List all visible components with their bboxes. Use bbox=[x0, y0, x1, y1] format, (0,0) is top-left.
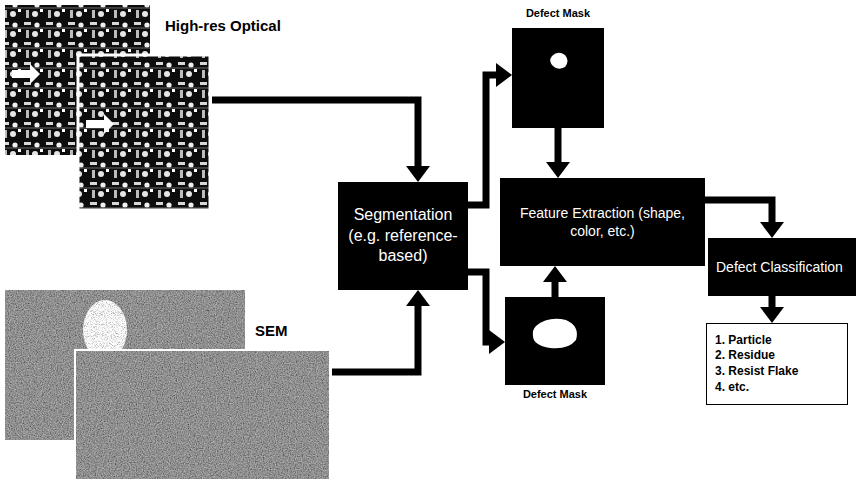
flow-arrow bbox=[546, 128, 570, 178]
arrow-line bbox=[212, 100, 418, 166]
arrow-line bbox=[552, 282, 559, 297]
image-label: High-res Optical bbox=[163, 17, 283, 34]
arrow-line bbox=[705, 200, 772, 222]
box-label: Segmentation (e.g. reference-based) bbox=[344, 205, 462, 267]
arrowhead bbox=[496, 63, 512, 87]
arrow-line bbox=[468, 272, 489, 342]
arrow-line bbox=[332, 306, 418, 372]
mask-blob bbox=[533, 319, 577, 348]
list-item: 3. Resist Flake bbox=[715, 364, 839, 380]
flow-arrow bbox=[760, 296, 784, 323]
arrow-line bbox=[555, 128, 562, 162]
arrowhead bbox=[406, 166, 430, 182]
image-label: Defect Mask bbox=[512, 7, 604, 19]
box-label: Defect Classification bbox=[716, 258, 848, 276]
image-node: Defect Mask bbox=[512, 28, 604, 128]
flow-arrow bbox=[332, 290, 430, 372]
flow-arrow bbox=[705, 200, 784, 238]
arrowhead bbox=[489, 330, 505, 354]
flow-arrow bbox=[468, 272, 505, 354]
arrow-line bbox=[769, 296, 776, 307]
list-item: 2. Residue bbox=[715, 348, 839, 364]
image-node: High-res Optical bbox=[5, 5, 212, 212]
arrowhead bbox=[406, 290, 430, 306]
box-label: Feature Extraction (shape, color, etc.) bbox=[518, 204, 687, 240]
image-node: SEM bbox=[5, 290, 332, 480]
sem-image-edge bbox=[75, 350, 330, 480]
image-node: Defect Mask bbox=[505, 297, 605, 385]
flow-arrow bbox=[212, 100, 430, 182]
image-label: Defect Mask bbox=[505, 388, 605, 400]
image-arrow bbox=[12, 64, 40, 84]
flow-arrow bbox=[543, 266, 567, 297]
process-box: Feature Extraction (shape, color, etc.) bbox=[500, 178, 705, 266]
mask-image bbox=[512, 28, 604, 128]
arrowhead bbox=[760, 222, 784, 238]
sem-image bbox=[75, 350, 330, 480]
arrowhead bbox=[546, 162, 570, 178]
optical-image bbox=[78, 55, 210, 210]
result-list: 1. Particle2. Residue3. Resist Flake4. e… bbox=[706, 323, 848, 405]
image-arrow bbox=[86, 114, 114, 134]
arrow-line bbox=[468, 75, 496, 205]
list-item: 1. Particle bbox=[715, 333, 839, 349]
mask-blob bbox=[550, 53, 567, 69]
arrowhead bbox=[543, 266, 567, 282]
optical-image-stack bbox=[5, 5, 210, 210]
process-box: Segmentation (e.g. reference-based) bbox=[338, 182, 468, 290]
sem-image-stack bbox=[5, 290, 330, 480]
image-label: SEM bbox=[253, 322, 290, 339]
mask-image bbox=[505, 297, 605, 385]
list-item: 4. etc. bbox=[715, 380, 839, 396]
process-box: Defect Classification bbox=[708, 238, 856, 296]
arrowhead bbox=[760, 307, 784, 323]
